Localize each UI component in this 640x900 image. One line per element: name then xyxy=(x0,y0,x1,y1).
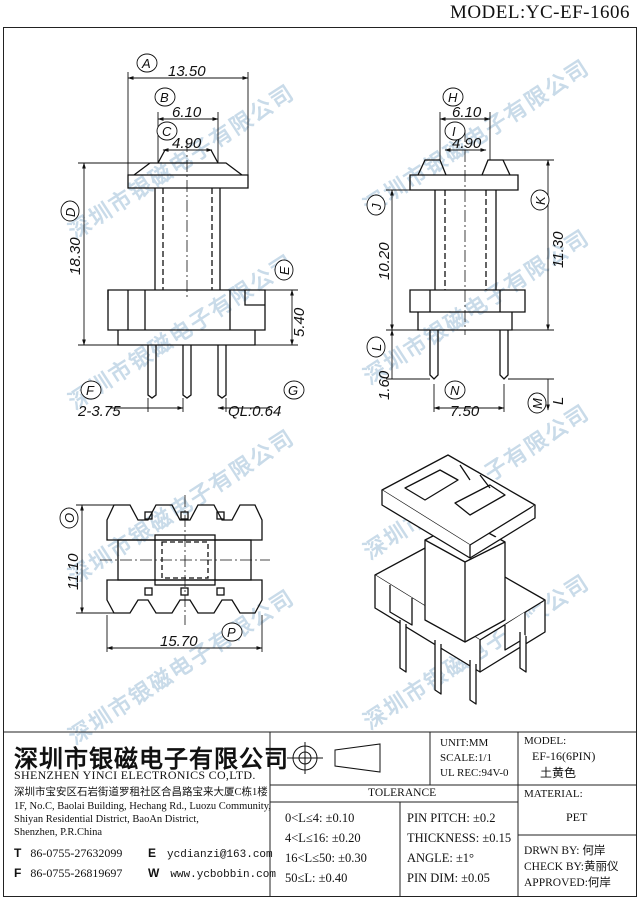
company-name-cn: 深圳市银磁电子有限公司 xyxy=(14,747,289,773)
dim-G-value: QL:0.64 xyxy=(228,403,281,420)
tel-label: T xyxy=(14,846,22,860)
material-value: PET xyxy=(566,810,588,824)
approved-by: APPROVED:何岸 xyxy=(524,877,611,889)
front-view-callouts xyxy=(60,53,305,400)
company-name-en: SHENZHEN YINCI ELECTRONICS CO,LTD. xyxy=(14,768,256,782)
web-label: W xyxy=(148,866,160,880)
tel-number: 86-0755-27632099 xyxy=(30,846,123,860)
label-D: D xyxy=(63,208,78,217)
dim-C-value: 4.90 xyxy=(172,135,202,152)
color-value: 土黄色 xyxy=(540,766,577,780)
dim-B-value: 6.10 xyxy=(172,104,202,121)
watermark-7: 深圳市银磁电子有限公司 xyxy=(64,584,299,749)
fax-row: F 86-0755-26819697 xyxy=(14,866,122,881)
email-row: E ycdianzi@163.com xyxy=(148,846,273,861)
tol-left-4: 50≤L: ±0.40 xyxy=(285,871,348,885)
front-view-dimensions xyxy=(78,72,298,412)
tol-right-3: ANGLE: ±1° xyxy=(407,851,475,865)
label-O: O xyxy=(62,513,77,523)
label-P: P xyxy=(227,625,236,640)
email-address[interactable]: ycdianzi@163.com xyxy=(167,849,273,861)
dim-E-value: 5.40 xyxy=(291,307,308,337)
drawing-frame xyxy=(3,27,637,897)
dim-M-value: L xyxy=(550,397,567,405)
website[interactable]: www.ycbobbin.com xyxy=(170,869,276,881)
tol-left-3: 16<L≤50: ±0.30 xyxy=(285,851,367,865)
checked-by: CHECK BY:黄丽仪 xyxy=(524,861,619,873)
dim-P-value: 15.70 xyxy=(160,633,198,650)
label-I: I xyxy=(452,124,456,139)
dim-O-value: 11.10 xyxy=(65,553,82,590)
dim-J-value: 10.20 xyxy=(376,242,393,280)
dim-K-value: 11.30 xyxy=(550,231,567,268)
tol-left-2: 4<L≤16: ±0.20 xyxy=(285,831,361,845)
material-label: MATERIAL: xyxy=(524,788,583,800)
label-K: K xyxy=(533,195,548,205)
dim-H-value: 6.10 xyxy=(452,104,482,121)
model-number: MODEL:YC-EF-1606 xyxy=(449,2,630,23)
label-E: E xyxy=(277,266,292,275)
address-en-line3: Shenzhen, P.R.China xyxy=(14,827,103,838)
label-H: H xyxy=(448,90,458,105)
unit: UNIT:MM xyxy=(440,737,489,749)
side-view-dimensions xyxy=(386,112,554,412)
label-C: C xyxy=(162,124,172,139)
label-J: J xyxy=(369,203,384,211)
front-view xyxy=(107,140,266,399)
isometric-view xyxy=(374,454,546,705)
label-B: B xyxy=(160,90,169,105)
label-F: F xyxy=(86,383,95,398)
web-row: W www.ycbobbin.com xyxy=(148,866,276,881)
tel-row: T 86-0755-27632099 xyxy=(14,846,122,861)
label-L: L xyxy=(369,344,384,351)
fax-label: F xyxy=(14,866,22,880)
address-cn: 深圳市宝安区石岩街道罗租社区合昌路宝来大厦C栋1楼 xyxy=(14,787,268,798)
tol-right-1: PIN PITCH: ±0.2 xyxy=(407,811,496,825)
side-view-callouts xyxy=(366,87,550,414)
tol-right-2: THICKNESS: ±0.15 xyxy=(407,831,512,845)
model-value: EF-16(6PIN) xyxy=(532,749,596,763)
projection-symbol-icon xyxy=(287,742,381,774)
top-view xyxy=(100,495,270,625)
scale: SCALE:1/1 xyxy=(440,752,492,764)
tol-left-1: 0<L≤4: ±0.10 xyxy=(285,811,355,825)
fax-number: 86-0755-26819697 xyxy=(30,866,123,880)
address-en-line2: Shiyan Residential District, BaoAn Distr… xyxy=(14,814,199,825)
email-label: E xyxy=(148,846,157,860)
top-view-callouts xyxy=(59,507,243,642)
title-block-grid xyxy=(3,731,637,897)
model-label: MODEL: xyxy=(524,735,567,747)
tol-right-4: PIN DIM: ±0.05 xyxy=(407,871,490,885)
dim-N-value: 7.50 xyxy=(450,403,480,420)
dim-D-value: 18.30 xyxy=(67,237,84,275)
ul-rating: UL REC:94V-0 xyxy=(440,767,509,779)
side-view xyxy=(409,130,526,380)
watermark-5: 深圳市银磁电子有限公司 xyxy=(64,424,299,589)
dim-L-value: 1.60 xyxy=(376,370,393,400)
label-N: N xyxy=(450,383,460,398)
label-A: A xyxy=(141,56,151,71)
drawn-by: DRWN BY: 何岸 xyxy=(524,845,606,857)
address-en-line1: 1F, No.C, Baolai Building, Hechang Rd., … xyxy=(14,801,271,812)
top-view-dimensions xyxy=(76,504,263,652)
dim-F-value: 2-3.75 xyxy=(77,403,121,420)
label-M: M xyxy=(530,398,545,409)
tolerance-title: TOLERANCE xyxy=(368,787,437,799)
label-G: G xyxy=(288,383,298,398)
dim-A-value: 13.50 xyxy=(168,63,206,80)
